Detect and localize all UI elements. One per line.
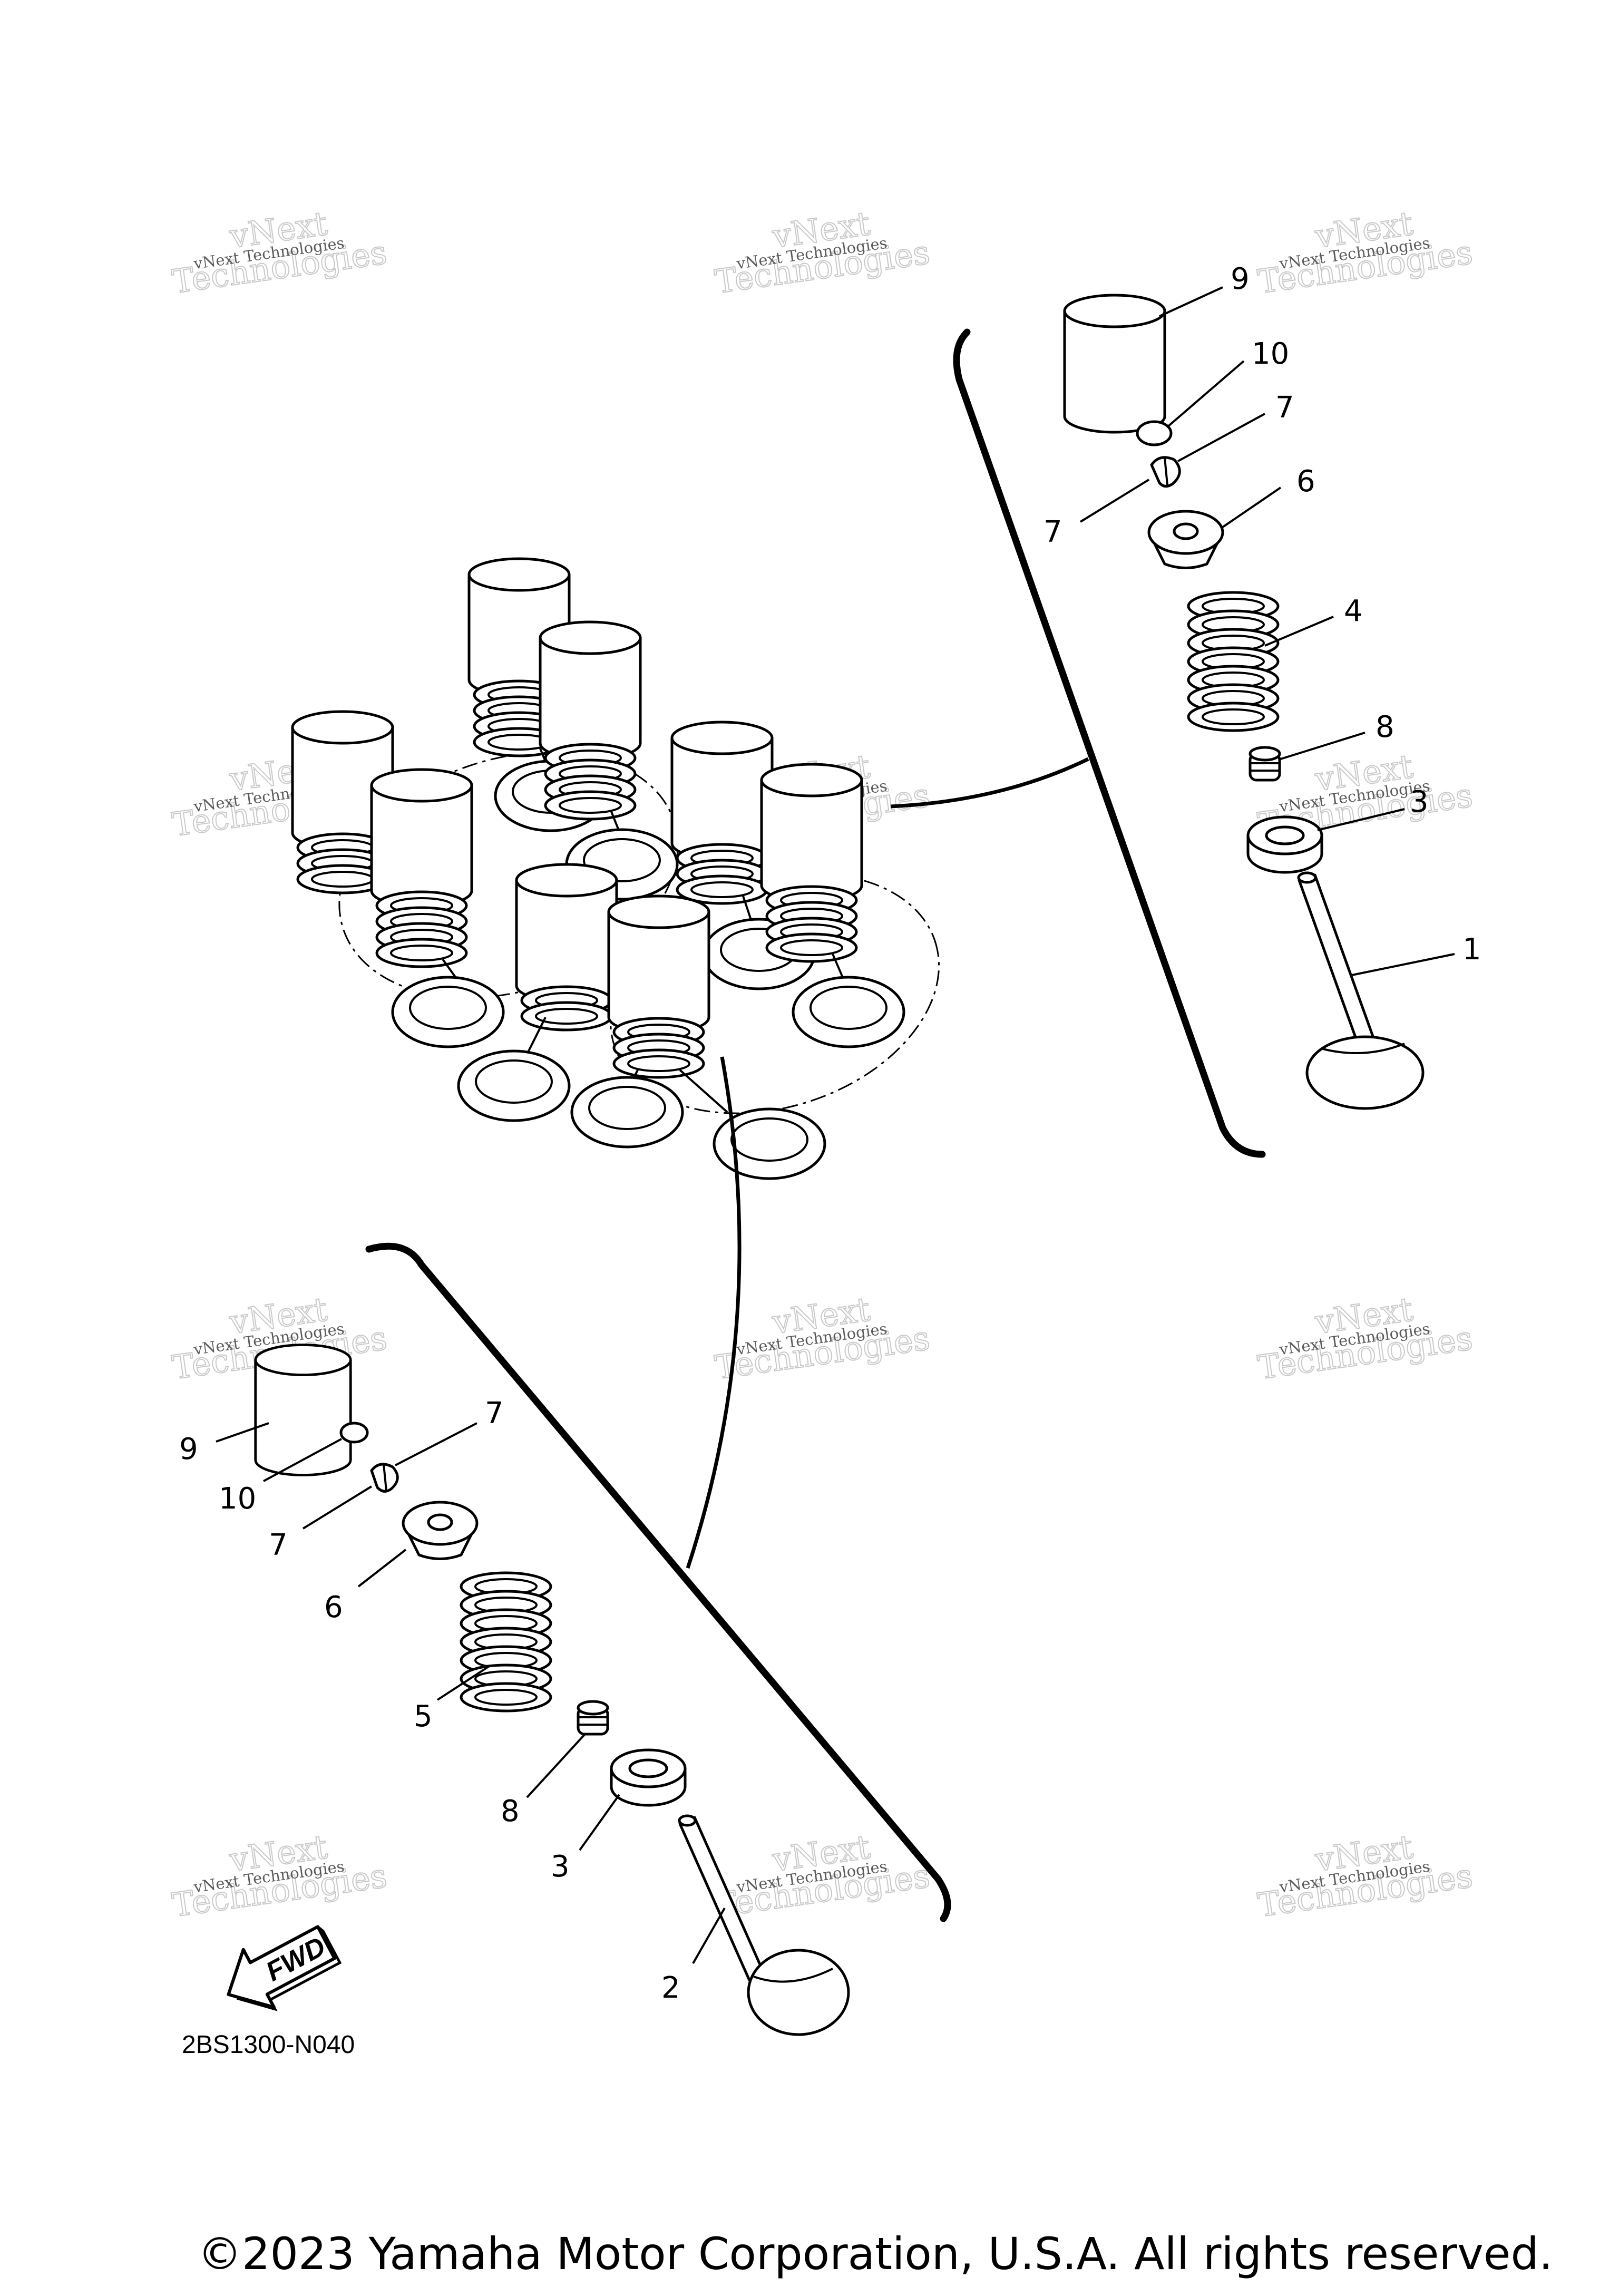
valve-stem-seal <box>577 1700 609 1736</box>
shim <box>339 1422 369 1444</box>
valve-set <box>372 770 503 1047</box>
watermark: Technologies vNext vNext Technologies <box>1255 203 1475 301</box>
watermark: Technologies vNext vNext Technologies <box>1255 1827 1475 1925</box>
callout-label: 2 <box>661 1971 680 2005</box>
detail-bracket <box>953 328 1266 1158</box>
spring-seat <box>610 1748 687 1807</box>
fwd-arrow: FWD <box>227 1925 342 2011</box>
shim <box>1136 420 1173 446</box>
valve-cotter <box>1150 456 1181 488</box>
callout-label: 6 <box>1296 464 1315 499</box>
callout-label: 9 <box>179 1432 198 1466</box>
valve-retainer <box>1147 510 1224 569</box>
valve-stem-seal <box>1249 746 1281 782</box>
valve-cotter <box>370 1463 399 1493</box>
valve-lifter-bucket <box>256 1345 351 1475</box>
callout-label: 6 <box>324 1590 343 1624</box>
callout-label: 7 <box>269 1528 288 1562</box>
intake-valve <box>678 1814 850 2036</box>
exploded-view-bottom-left <box>256 1242 951 2036</box>
callout-label: 8 <box>501 1794 520 1828</box>
callout-label: 7 <box>1275 391 1294 425</box>
valve-set <box>762 764 904 1047</box>
callouts-bottom-detail: 9 10 7 7 6 5 8 3 2 <box>179 1396 726 2005</box>
callout-label: 4 <box>1344 594 1363 628</box>
valve-set <box>572 896 825 1179</box>
valve-spring <box>1188 592 1278 731</box>
exhaust-valve <box>1297 871 1425 1110</box>
leader-to-top-detail <box>890 757 1089 809</box>
drawing-code: 2BS1300-N040 <box>182 2031 355 2059</box>
callout-label: 9 <box>1231 262 1250 296</box>
watermark: Technologies vNext vNext Technologies <box>712 203 932 301</box>
exploded-view-top-right <box>953 295 1425 1158</box>
callout-label: 7 <box>485 1396 504 1431</box>
callout-label: 5 <box>414 1699 433 1734</box>
watermark-grid: Technologies vNext vNext Technologies Te… <box>169 203 1475 1925</box>
valve-set <box>459 864 617 1121</box>
valve-lifter-bucket <box>1065 295 1165 432</box>
copyright-notice: ©2023 Yamaha Motor Corporation, U.S.A. A… <box>198 2228 1553 2280</box>
callout-label: 8 <box>1376 710 1394 744</box>
valve-set <box>540 622 677 899</box>
leader-to-bottom-detail <box>686 1056 742 1569</box>
callout-label: 1 <box>1462 932 1481 967</box>
callout-label: 10 <box>1252 337 1289 371</box>
callouts-top-detail: 9 10 7 7 6 4 8 3 1 <box>1043 262 1481 976</box>
callout-label: 10 <box>219 1482 256 1516</box>
valve-train-assembly <box>292 559 940 1179</box>
callout-label: 3 <box>551 1850 570 1884</box>
callout-label: 3 <box>1410 785 1429 819</box>
watermark: Technologies vNext vNext Technologies <box>1255 1289 1475 1387</box>
valve-retainer <box>402 1501 479 1560</box>
valve-spring <box>461 1573 551 1711</box>
detail-bracket <box>365 1242 951 1922</box>
valve-set <box>672 722 814 989</box>
watermark: Technologies vNext vNext Technologies <box>169 203 389 301</box>
watermark: Technologies vNext vNext Technologies <box>712 1289 932 1387</box>
spring-seat <box>1246 815 1323 874</box>
watermark: Technologies vNext vNext Technologies <box>169 1827 389 1925</box>
callout-label: 7 <box>1043 515 1062 549</box>
